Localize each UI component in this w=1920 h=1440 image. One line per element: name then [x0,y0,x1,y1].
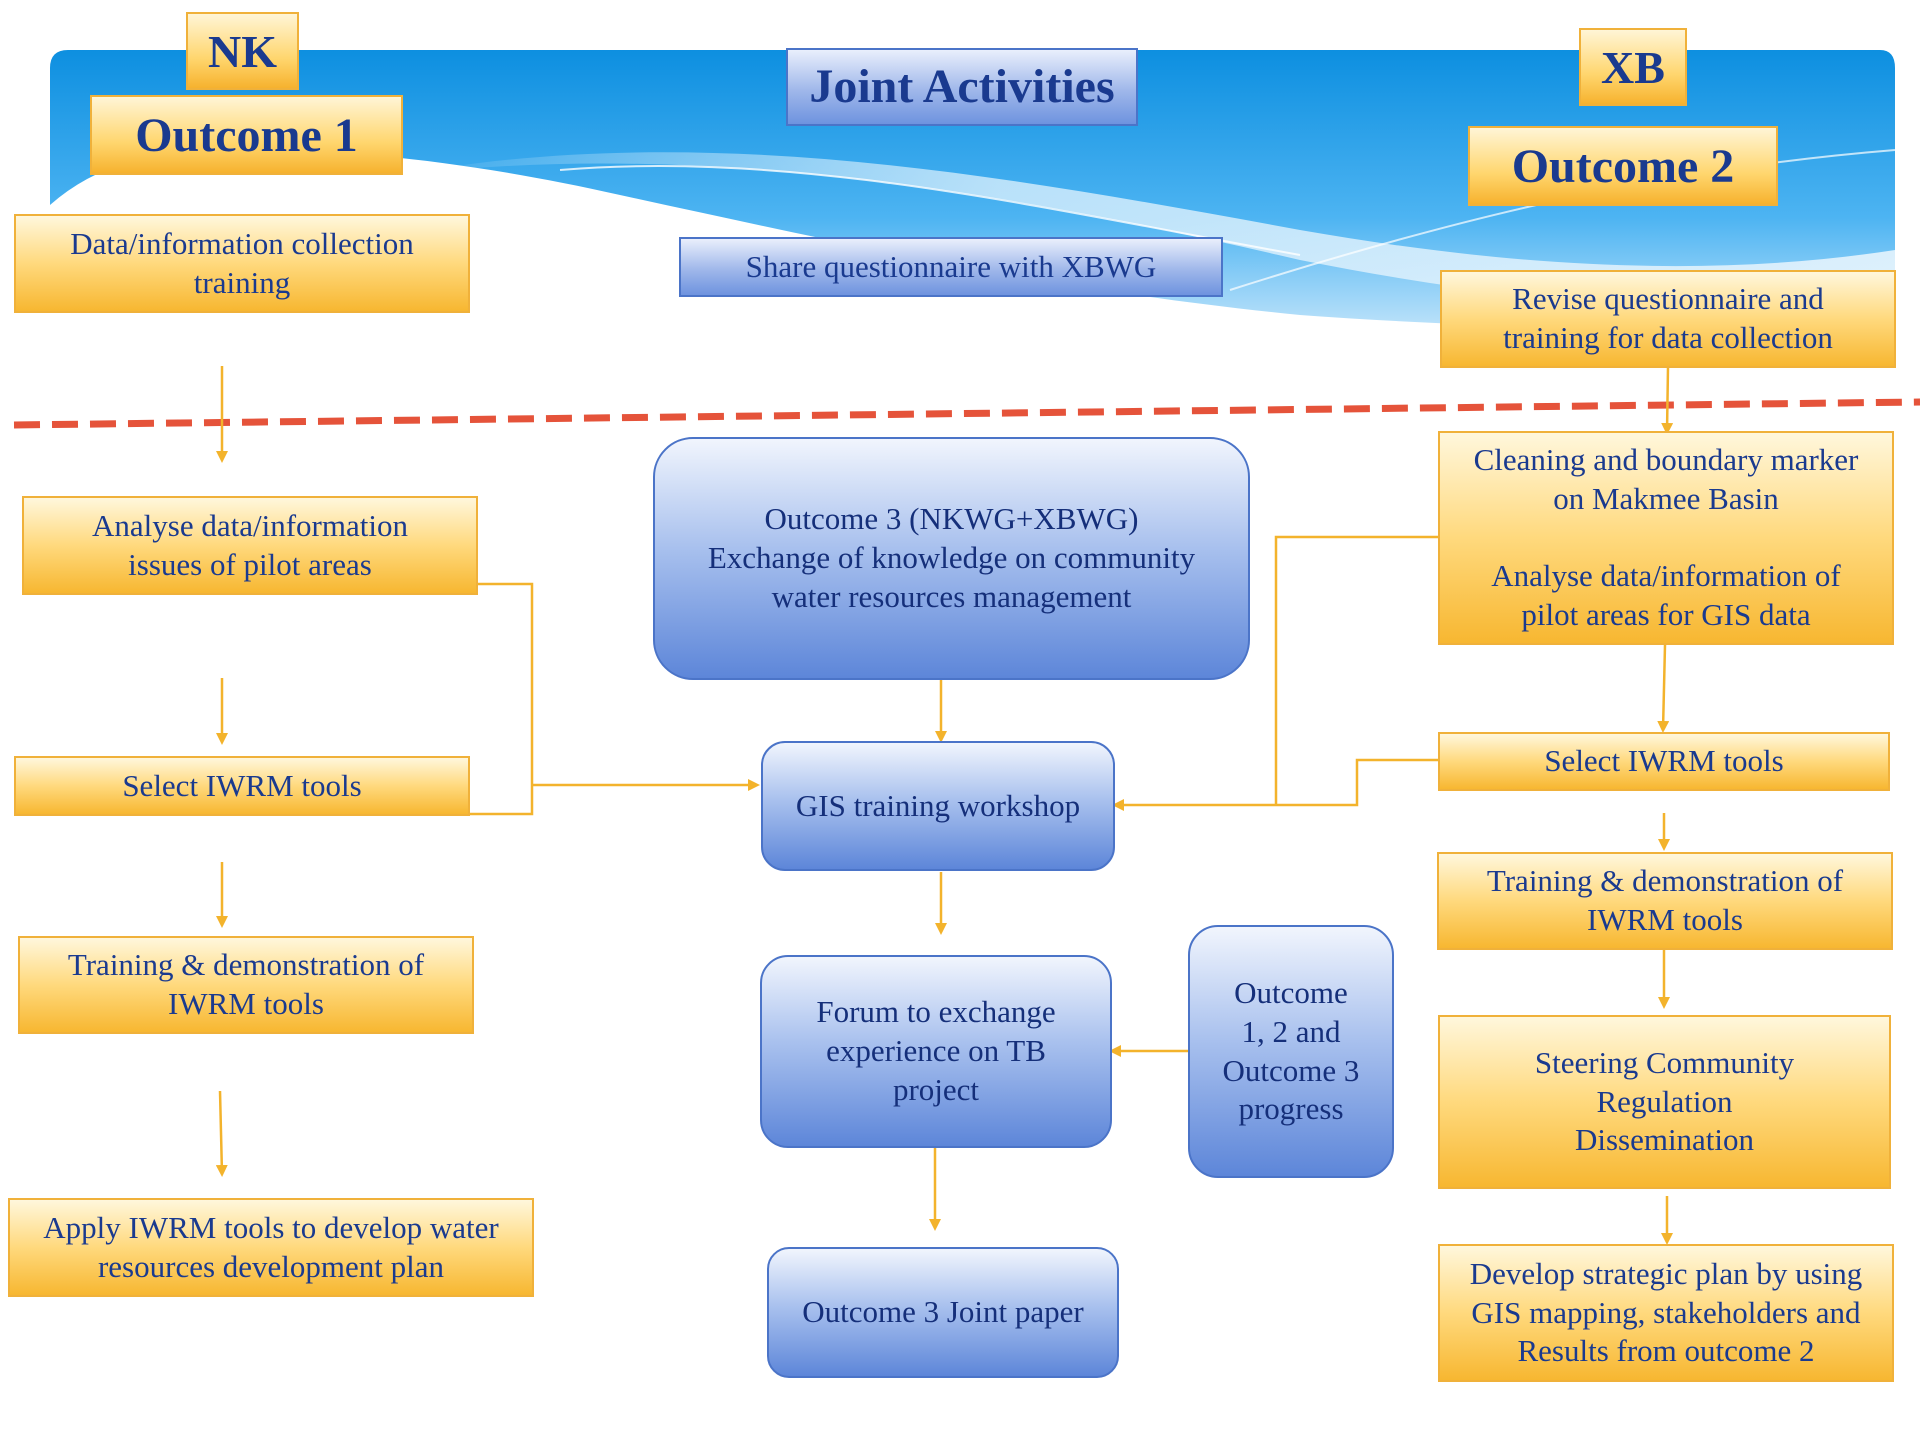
connectors [215,366,1674,1245]
right-training-demo: Training & demonstration of IWRM tools [1437,852,1893,950]
left-data-collection: Data/information collection training [14,214,470,313]
connector-right-cleaning [1274,535,1438,805]
share-questionnaire: Share questionnaire with XBWG [679,237,1223,297]
left-training-demo: Training & demonstration of IWRM tools [18,936,474,1034]
gis-workshop: GIS training workshop [761,741,1115,871]
right-cleaning-analyse: Cleaning and boundary marker on Makmee B… [1438,431,1894,645]
right-steering: Steering Community Regulation Disseminat… [1438,1015,1891,1189]
joint-paper: Outcome 3 Joint paper [767,1247,1119,1378]
nk-label: NK [186,12,299,90]
connector-left-select [470,785,534,816]
outcome1-label: Outcome 1 [90,95,403,175]
left-analyse: Analyse data/information issues of pilot… [22,496,478,595]
arrow-right-2 [1657,644,1670,733]
joint-activities-label: Joint Activities [786,48,1138,126]
connector-left-analyse [478,582,534,785]
divider-line [13,398,1920,429]
forum: Forum to exchange experience on TB proje… [760,955,1112,1148]
right-strategic-plan: Develop strategic plan by using GIS mapp… [1438,1244,1894,1382]
arrow-left-4 [215,1090,228,1177]
outcome3-box: Outcome 3 (NKWG+XBWG) Exchange of knowle… [653,437,1250,680]
arrow-right-1 [1661,366,1674,435]
right-select-tools: Select IWRM tools [1438,732,1890,791]
left-apply-tools: Apply IWRM tools to develop water resour… [8,1198,534,1297]
right-revise-questionnaire: Revise questionnaire and training for da… [1440,270,1896,368]
connector-right-select [1276,758,1438,807]
progress: Outcome 1, 2 and Outcome 3 progress [1188,925,1394,1178]
outcome2-label: Outcome 2 [1468,126,1778,206]
left-select-tools: Select IWRM tools [14,756,470,816]
xb-label: XB [1579,28,1687,106]
